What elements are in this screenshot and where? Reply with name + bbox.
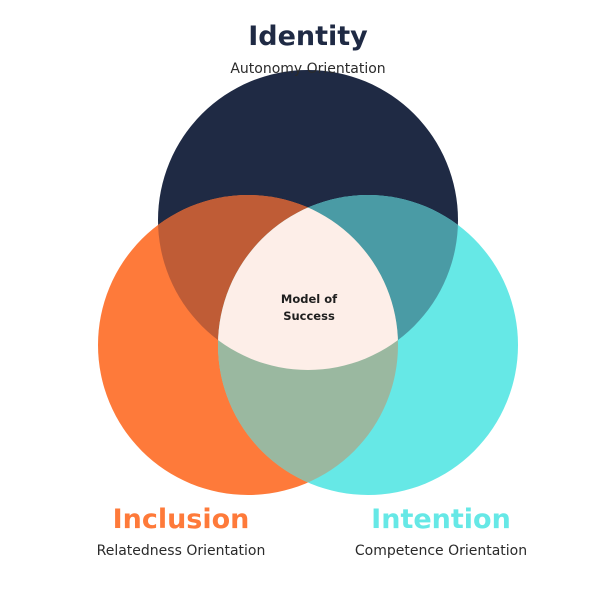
intention-title: Intention [371,504,511,535]
intention-subtitle: Competence Orientation [355,543,527,559]
center-label-line2: Success [283,309,335,323]
inclusion-title: Inclusion [113,504,250,535]
inclusion-subtitle: Relatedness Orientation [97,543,266,559]
identity-subtitle: Autonomy Orientation [230,61,385,77]
center-overlap [218,195,398,370]
center-label-line1: Model of [281,292,338,306]
identity-title: Identity [248,21,368,52]
